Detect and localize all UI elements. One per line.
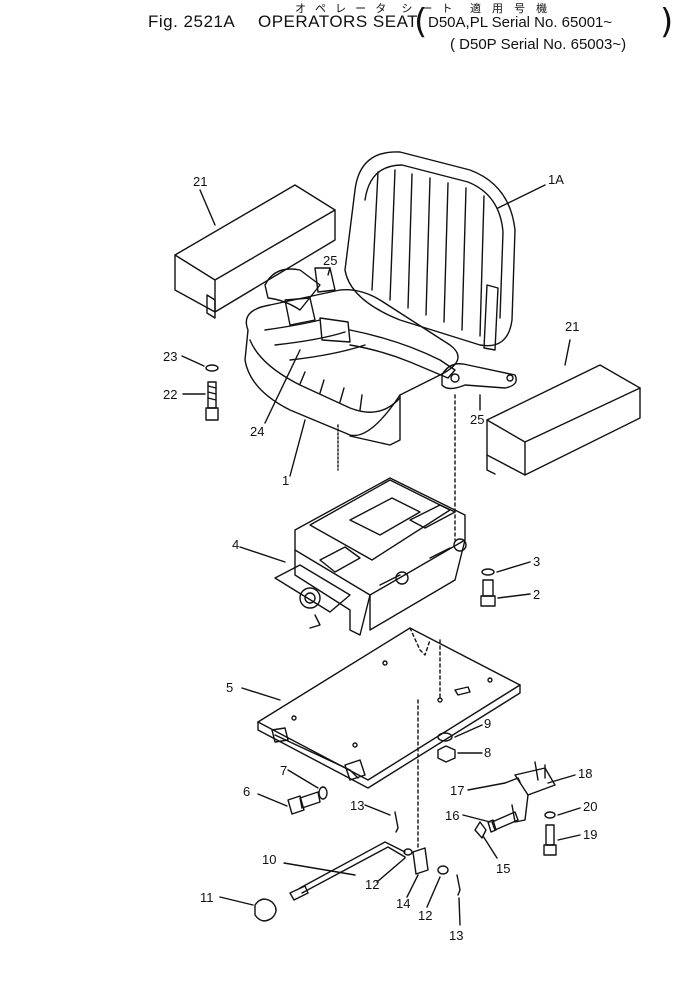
applicability-heading: 適 用 号 機 [470,3,552,15]
callout-9: 9 [484,716,491,731]
pin-16 [487,811,519,833]
figure-title: OPERATORS SEAT [258,12,419,31]
pin-13-lower [456,874,461,896]
callout-6: 6 [243,784,250,799]
callout-25-upper: 25 [323,253,337,268]
washer-3 [481,568,495,576]
serial-range-1: D50A,PL Serial No. 65001~ [428,14,613,31]
callout-4: 4 [232,537,239,552]
washer-20 [544,811,556,819]
washer-23 [205,364,219,372]
bolt-19 [543,824,557,856]
base-plate [257,627,521,789]
katakana-heading: オ ペ レ ー タ シ ー ト [295,3,456,15]
callout-13-upper: 13 [350,798,364,813]
bolt-22 [205,381,219,421]
callout-25-lower: 25 [470,412,484,427]
nut-8 [437,745,456,763]
seat-suspension [274,477,467,636]
callout-21-left: 21 [193,174,207,189]
pin-13-upper [394,811,399,833]
callout-11: 11 [200,890,214,905]
callout-20: 20 [583,799,597,814]
bracket-close: ) [660,2,674,42]
armrest-right [486,364,641,476]
bolt-2 [480,579,496,607]
callout-12-right: 12 [418,908,432,923]
clip-15 [474,821,487,839]
callout-12-left: 12 [365,877,379,892]
callout-22: 22 [163,387,177,402]
callout-18: 18 [578,766,592,781]
callouts: 21 1A 25 23 22 24 25 21 1 4 3 2 5 9 8 7 … [163,172,597,943]
seat-belt [264,267,456,379]
lever-rod [289,841,406,901]
knob-11 [254,898,277,922]
callout-5: 5 [226,680,233,695]
washer-7 [318,786,328,800]
bracket-18 [511,761,556,823]
seat-backrest [344,151,516,347]
callout-10: 10 [262,852,276,867]
callout-2: 2 [533,587,540,602]
washer-12-right [437,865,449,875]
callout-15: 15 [496,861,510,876]
seat-bracket [441,284,517,390]
callout-17: 17 [450,783,464,798]
callout-21-right: 21 [565,319,579,334]
callout-1: 1 [282,473,289,488]
washer-9 [437,732,453,742]
bolt-6 [287,791,321,815]
callout-8: 8 [484,745,491,760]
callout-1A: 1A [548,172,564,187]
callout-23: 23 [163,349,177,364]
serial-range-2: ( D50P Serial No. 65003~) [450,36,627,53]
washer-12-left [403,848,413,856]
armrest-left [174,184,336,319]
seat-cushion [244,289,459,446]
bracket-14 [412,847,429,875]
callout-24: 24 [250,424,264,439]
callout-13-lower: 13 [449,928,463,943]
bracket-open: ( [414,2,428,42]
figure-number: Fig. 2521A [148,12,236,31]
callout-16: 16 [445,808,459,823]
callout-7: 7 [280,763,287,778]
callout-14: 14 [396,896,410,911]
callout-19: 19 [583,827,597,842]
callout-3: 3 [533,554,540,569]
